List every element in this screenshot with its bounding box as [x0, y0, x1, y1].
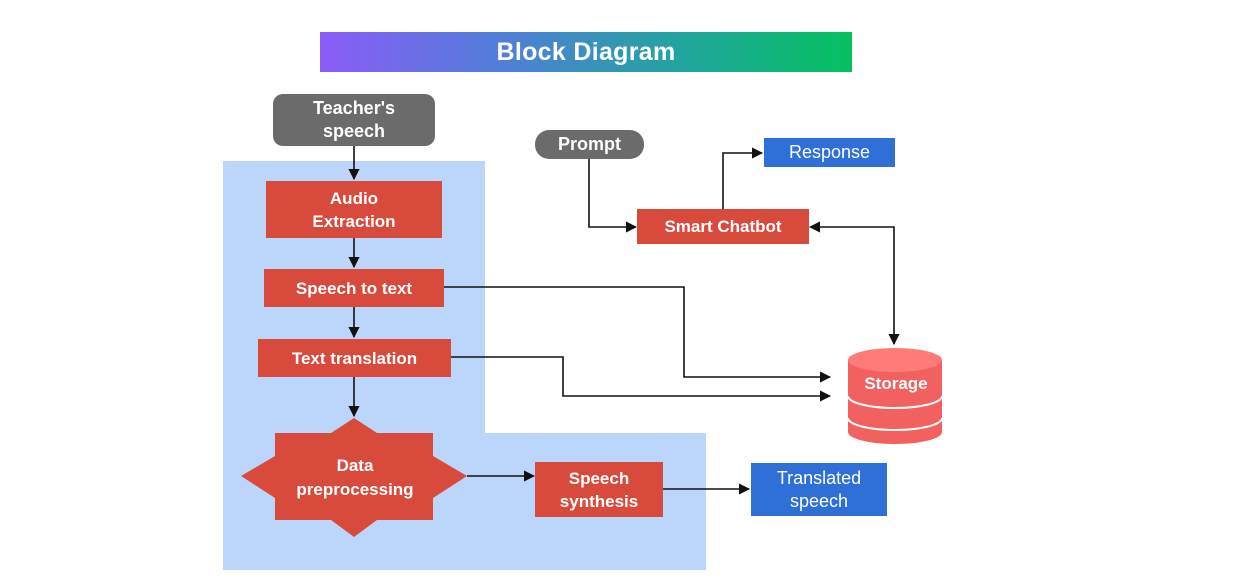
data-preprocessing-star — [241, 418, 467, 537]
edge-chatbot-storage — [808, 221, 900, 346]
node-audio-extraction: Audio Extraction — [266, 181, 442, 238]
diagram-title: Block Diagram — [496, 37, 676, 66]
edge-prompt-to-chatbot — [588, 158, 638, 233]
node-text-translation: Text translation — [258, 339, 451, 377]
node-speech-to-text: Speech to text — [264, 269, 444, 307]
node-translated-speech: Translated speech — [751, 463, 887, 516]
node-data-preprocessing-label: Data preprocessing — [296, 456, 414, 499]
storage-cylinder — [847, 348, 943, 444]
edge-translation-to-storage — [450, 356, 832, 402]
node-speech-synthesis: Speech synthesis — [535, 462, 663, 517]
node-storage-label: Storage — [864, 374, 928, 393]
node-teacher-speech: Teacher's speech — [273, 94, 435, 146]
node-smart-chatbot: Smart Chatbot — [637, 209, 809, 244]
node-response: Response — [764, 138, 895, 167]
node-prompt: Prompt — [535, 130, 644, 159]
title-banner: Block Diagram — [320, 32, 852, 72]
edge-chatbot-to-response — [722, 147, 764, 209]
edge-stt-to-storage — [443, 286, 832, 383]
